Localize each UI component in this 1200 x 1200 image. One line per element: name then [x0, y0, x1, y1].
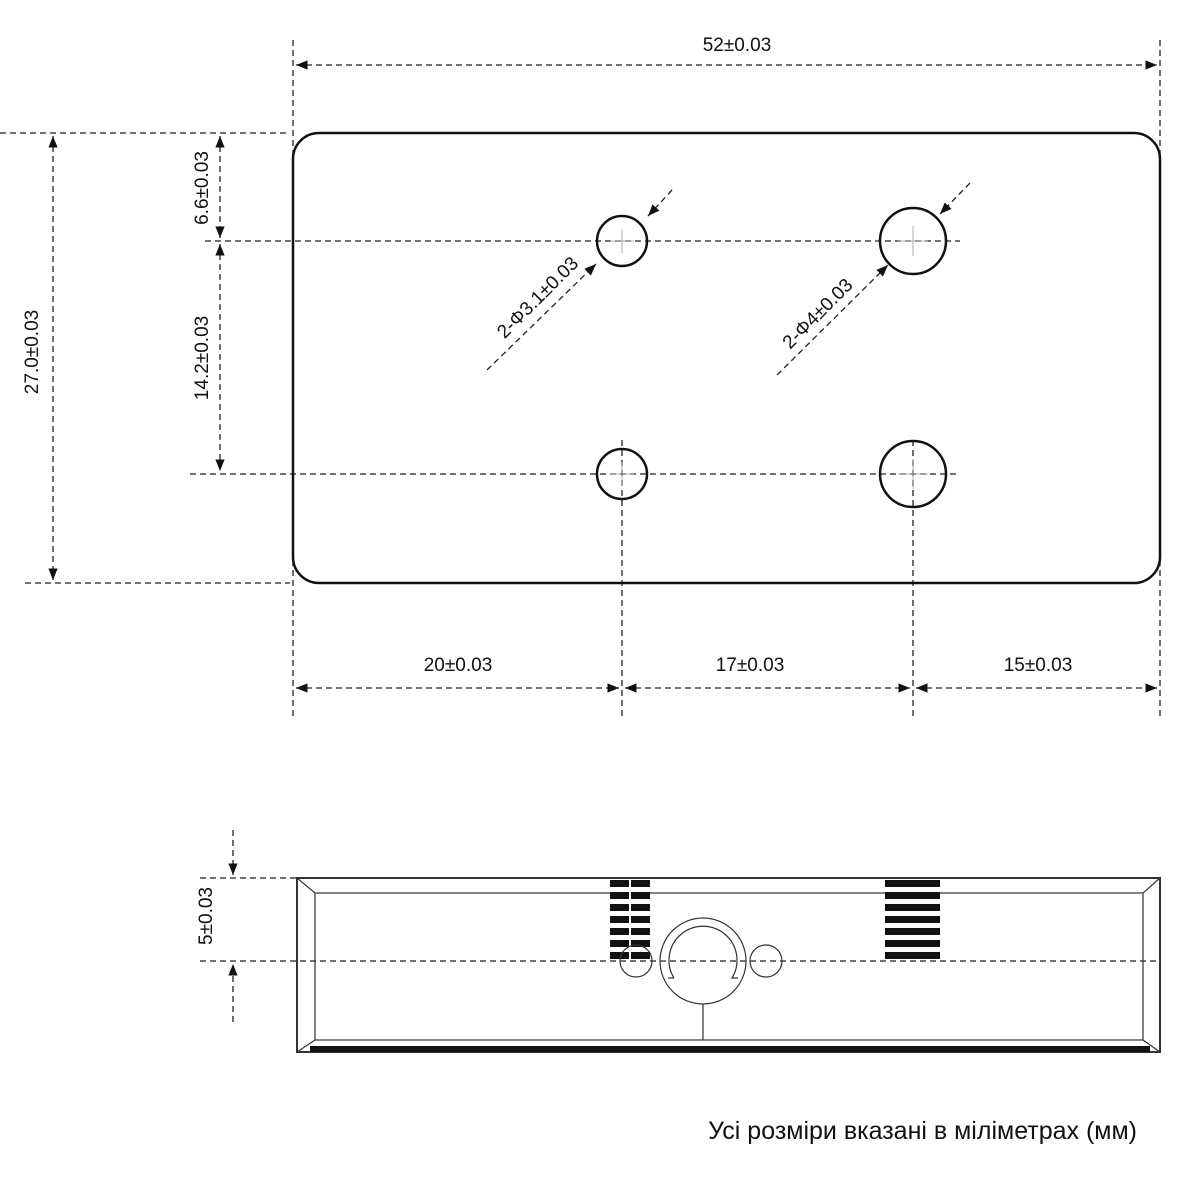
callout-small-hole-diameter: 2-Φ3.1±0.03	[493, 253, 583, 343]
dim-hole-depth: 5±0.03	[196, 887, 217, 945]
dim-hole-row-spacing: 14.2±0.03	[192, 316, 213, 400]
dim-small-to-large-holes: 17±0.03	[716, 655, 785, 676]
hole-large-upper	[878, 206, 948, 276]
leader-small-hole-upper	[647, 189, 673, 217]
plate-outline	[291, 131, 1162, 585]
leader-large-hole-lower	[776, 264, 889, 376]
dim-top-to-hole-row: 6.6±0.03	[192, 151, 213, 225]
top-view: 52±0.03 27.0±0.03 6.6±0.03 14.2±0.03 20±…	[0, 35, 1162, 720]
side-base-edge	[310, 1046, 1150, 1052]
dim-overall-height: 27.0±0.03	[22, 310, 43, 394]
hole-small-upper	[595, 214, 649, 268]
side-center-ring	[659, 917, 747, 1040]
callout-large-hole-diameter: 2-Φ4±0.03	[779, 275, 858, 354]
thread-hatch-right	[885, 880, 940, 959]
side-outline	[296, 877, 1161, 1053]
thread-hatch-left	[610, 880, 650, 960]
side-view: 5±0.03	[196, 830, 1161, 1053]
side-small-circle-left	[619, 944, 653, 978]
side-inner-outline	[314, 892, 1144, 1041]
hole-large-lower	[878, 439, 948, 509]
leader-small-hole-lower	[486, 263, 597, 371]
dim-left-to-small-holes: 20±0.03	[424, 655, 493, 676]
hole-small-lower	[595, 447, 649, 501]
dim-overall-width: 52±0.03	[703, 35, 772, 56]
side-small-circle-right	[749, 944, 783, 978]
leader-large-hole-upper	[939, 182, 971, 215]
dim-large-holes-to-right: 15±0.03	[1004, 655, 1073, 676]
units-caption: Усі розміри вказані в міліметрах (мм)	[708, 1117, 1137, 1145]
